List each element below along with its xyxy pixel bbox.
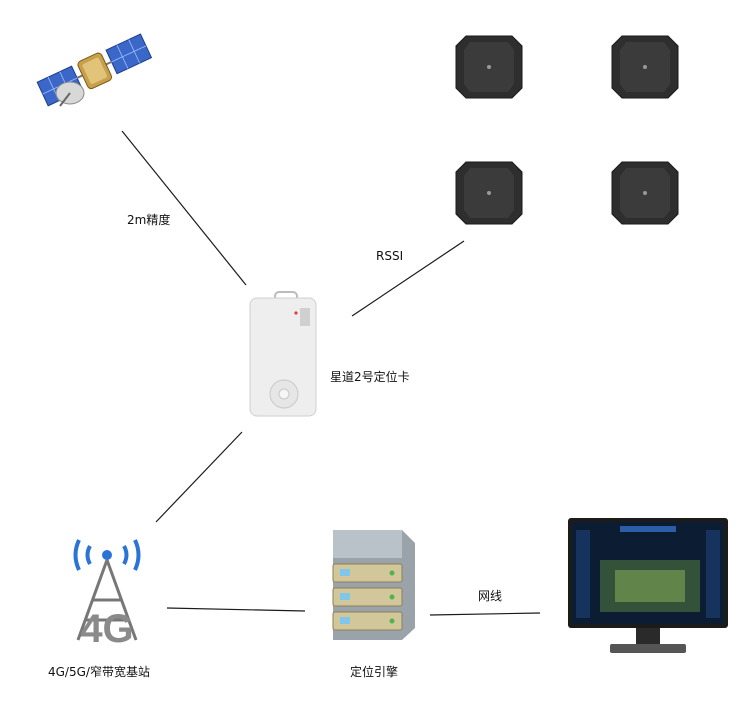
base-station-label: 4G/5G/窄带宽基站 xyxy=(48,665,150,679)
link-base-engine xyxy=(166,607,306,612)
monitor-icon xyxy=(568,518,728,653)
beacon-icon-2 xyxy=(611,35,679,99)
beacon-icon-1 xyxy=(455,35,523,99)
link-satellite-card xyxy=(121,130,247,286)
beacon-icon-3 xyxy=(455,161,523,225)
card-label: 星道2号定位卡 xyxy=(330,370,410,384)
beacon-link-label: RSSI xyxy=(376,249,404,263)
satellite-link-label: 2m精度 xyxy=(127,213,171,227)
link-card-base xyxy=(155,431,243,523)
server-icon xyxy=(332,530,415,640)
base-station-icon: 4G xyxy=(73,539,141,651)
satellite-icon xyxy=(36,33,153,107)
engine-label: 定位引擎 xyxy=(350,665,399,679)
tower-4g-text: 4G xyxy=(80,607,133,651)
link-engine-monitor xyxy=(429,612,541,616)
location-card-icon xyxy=(249,291,317,417)
link-beacon-card xyxy=(351,240,465,317)
beacon-icon-4 xyxy=(611,161,679,225)
network-link-label: 网线 xyxy=(478,589,503,603)
